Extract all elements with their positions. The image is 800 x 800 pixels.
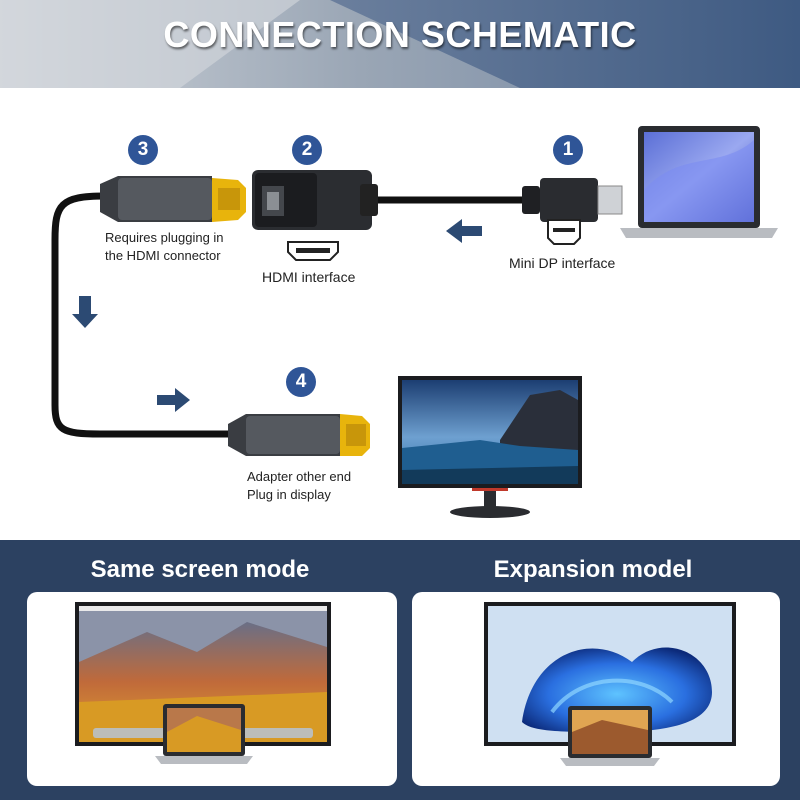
mode-title-same-screen: Same screen mode: [90, 556, 310, 583]
laptop-icon: [620, 126, 778, 238]
arrow-right-icon: [157, 388, 190, 412]
hdmi-adapter-2: [252, 170, 378, 230]
step-badge-3: 3: [128, 135, 158, 165]
schematic-drawing: [51, 126, 778, 518]
step-badge-1: 1: [553, 135, 583, 165]
display-modes-panel: Same screen mode Expansion model: [0, 540, 800, 800]
caption-step4-line2: Plug in display: [247, 487, 331, 502]
hdmi-plug-4: [228, 414, 370, 456]
minidp-plug-1: [522, 178, 623, 222]
arrow-down-icon: [72, 296, 98, 328]
expansion-mode-card: [412, 592, 780, 786]
header-banner: CONNECTION SCHEMATIC: [0, 0, 800, 88]
mode-title-expansion: Expansion model: [493, 556, 693, 583]
monitor-icon: [398, 376, 582, 518]
caption-hdmi-interface: HDMI interface: [262, 269, 356, 285]
hdmi-plug-3: [100, 176, 246, 222]
hdmi-port-icon: [287, 241, 339, 261]
caption-step4-line1: Adapter other end: [247, 469, 352, 484]
connection-schematic: 1 2 3 4 Mini DP interface HDMI interface…: [51, 126, 778, 518]
caption-minidp-interface: Mini DP interface: [509, 255, 616, 271]
arrow-left-icon: [446, 219, 482, 243]
same-screen-mode-card: [27, 592, 397, 786]
step-badge-2: 2: [292, 135, 322, 165]
banner-background: [0, 0, 800, 88]
caption-step3-line2: the HDMI connector: [105, 248, 221, 263]
caption-step3-line1: Requires plugging in: [105, 230, 224, 245]
step-badge-4: 4: [286, 367, 316, 397]
minidp-port-icon: [547, 219, 581, 245]
same-screen-illustration: [75, 602, 331, 764]
page-title: CONNECTION SCHEMATIC: [163, 14, 637, 55]
expansion-illustration: [484, 602, 736, 766]
hdmi-cable: [51, 192, 230, 438]
